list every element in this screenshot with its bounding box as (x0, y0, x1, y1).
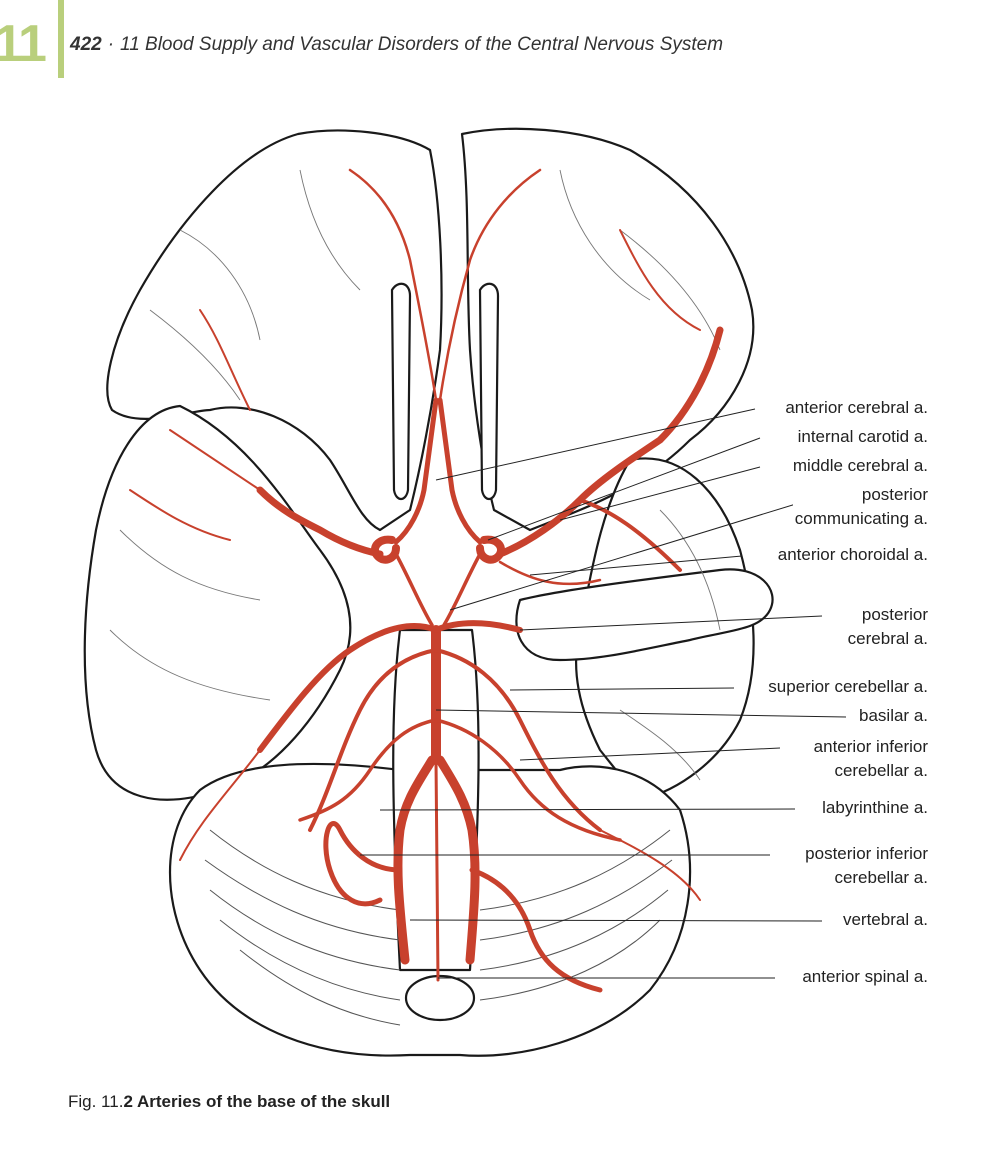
brain-base-illustration: anterior cerebral a. internal carotid a.… (0, 110, 984, 1070)
separator: · (107, 34, 115, 55)
left-anterior-cerebral-artery (393, 397, 439, 545)
arteries (129, 168, 724, 993)
label-anterior-spinal: anterior spinal a. (800, 965, 928, 989)
anterior-choroidal (498, 560, 602, 586)
right-posterior-cerebral-artery (433, 620, 523, 633)
caption-title: 2 Arteries of the base of the skull (123, 1092, 391, 1111)
right-hemisphere-outline (460, 127, 755, 532)
cortical-branch (179, 749, 261, 861)
caption-prefix: Fig. 11. (68, 1092, 124, 1111)
chapter-number: 11 (0, 15, 47, 73)
page-number: 422 (70, 34, 102, 55)
cortical-branch (169, 429, 261, 491)
left-olfactory-tract (390, 282, 412, 501)
left-vertebral-artery (393, 755, 437, 965)
right-vertebral-artery (435, 755, 480, 965)
label-middle-cerebral: middle cerebral a. (790, 454, 928, 478)
label-vertebral: vertebral a. (840, 908, 928, 932)
cortical-branch (599, 829, 701, 901)
label-internal-carotid: internal carotid a. (795, 425, 928, 449)
temporal-pole-cut (515, 568, 774, 662)
left-temporal-lobe (83, 404, 352, 801)
cortical-branch (348, 168, 438, 402)
left-posterior-cerebral-artery (257, 623, 439, 753)
label-basilar: basilar a. (857, 704, 928, 728)
illustration-svg (83, 127, 847, 1057)
label-labyrinthine: labyrinthine a. (820, 796, 928, 820)
chapter-title: 11 Blood Supply and Vascular Disorders o… (120, 34, 724, 55)
cortical-branch (619, 229, 701, 331)
label-superior-cerebellar: superior cerebellar a. (766, 675, 928, 699)
posterior-communicating (394, 552, 482, 627)
running-head: 422·11 Blood Supply and Vascular Disorde… (70, 34, 723, 56)
right-anterior-cerebral-artery (437, 397, 483, 545)
cortical-branch (438, 168, 542, 402)
right-mca-branch (578, 498, 682, 572)
right-aica (434, 718, 622, 842)
label-anterior-cerebral: anterior cerebral a. (783, 396, 928, 420)
left-hemisphere-outline (106, 129, 443, 532)
right-superior-cerebellar-artery (434, 648, 602, 832)
left-superior-cerebellar-artery (308, 648, 438, 832)
spinal-cord-section (404, 974, 476, 1022)
left-middle-cerebral-artery (256, 486, 384, 558)
anterior-spinal-artery (434, 758, 440, 982)
right-middle-cerebral-artery (496, 326, 724, 558)
cerebellar-folia (204, 829, 673, 1026)
label-anterior-choroidal: anterior choroidal a. (775, 543, 928, 567)
right-olfactory-tract (478, 282, 500, 501)
chapter-tab: 11 (0, 0, 64, 78)
right-pica (469, 867, 603, 993)
left-aica (298, 718, 438, 822)
figure-caption: Fig. 11.2 Arteries of the base of the sk… (68, 1092, 390, 1112)
left-pica (323, 821, 403, 907)
cortical-branch (129, 489, 231, 541)
cortical-branch (199, 309, 251, 411)
leader-lines (360, 408, 847, 979)
gyri-lines (109, 169, 721, 781)
